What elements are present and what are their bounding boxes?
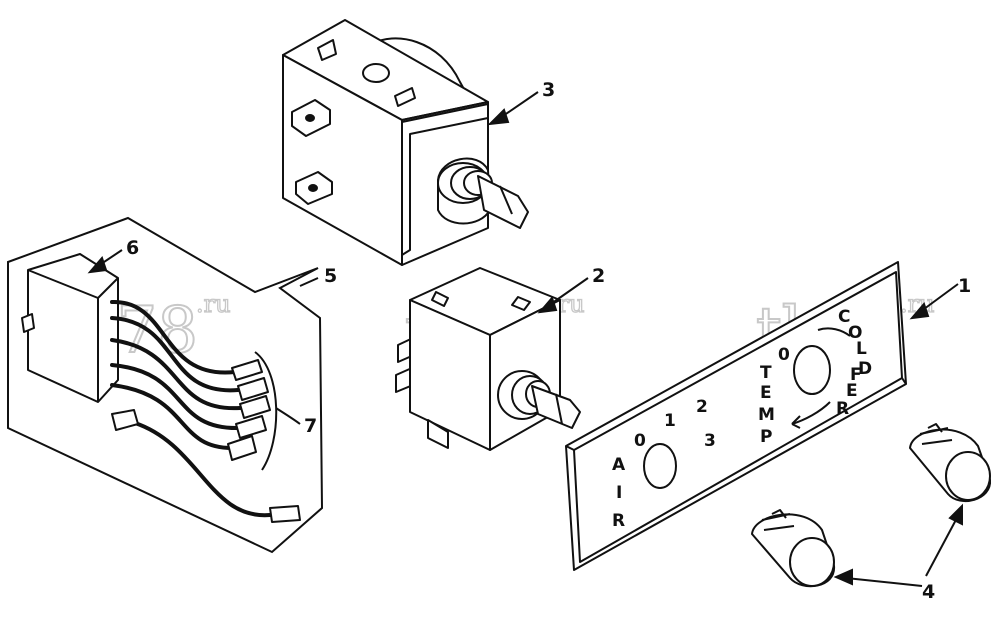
fan-pos-3: 3 (704, 431, 716, 451)
callout-7: 7 (304, 415, 317, 437)
part-1-control-panel (565, 261, 907, 571)
callout-1: 1 (958, 275, 971, 297)
watermark-suffix: .ru (196, 290, 231, 318)
cold-letter-c: C (838, 307, 850, 327)
part-4-knob-right (909, 423, 992, 503)
air-letter-r: R (612, 511, 625, 531)
leader-lines (87, 91, 963, 587)
cold-letter-l: L (856, 339, 867, 359)
part-4-knob-left (751, 509, 836, 588)
fan-pos-1: 1 (664, 411, 676, 431)
part-5-harness-outline (7, 216, 324, 554)
temp-letter-t: T (760, 363, 772, 383)
cold-letter-d: D (858, 359, 872, 379)
callout-4: 4 (922, 581, 935, 603)
callout-5: 5 (324, 265, 337, 287)
ref-letter-r: R (836, 399, 849, 419)
panel-hole-temp (793, 345, 831, 395)
callout-6: 6 (126, 237, 139, 259)
fan-pos-0: 0 (634, 431, 646, 451)
air-letter-i: I (616, 483, 622, 503)
part-6-resistor-block (21, 253, 119, 403)
part-5-wires (110, 299, 272, 518)
temp-letter-e: E (760, 383, 772, 403)
panel-hole-air (643, 443, 677, 489)
callout-3: 3 (542, 79, 555, 101)
temp-letter-m: M (758, 405, 775, 425)
ref-letter-e: E (846, 381, 858, 401)
cold-letter-o: O (848, 323, 862, 343)
air-letter-a: A (612, 455, 626, 475)
callout-labels: 3 2 1 6 5 7 4 (126, 79, 971, 603)
callout-2: 2 (592, 265, 605, 287)
part-7-connectors (111, 351, 301, 523)
fan-pos-2: 2 (696, 397, 708, 417)
ref-letter-f: F (850, 365, 862, 385)
temp-letter-p: P (760, 427, 772, 447)
part-3-rotary-switch (282, 19, 529, 266)
temp-zero: 0 (778, 345, 790, 365)
panel-labels: A I R 0 1 2 3 T E M P 0 C O L D R E F (612, 307, 872, 531)
part-2-rotary-switch (395, 267, 581, 451)
